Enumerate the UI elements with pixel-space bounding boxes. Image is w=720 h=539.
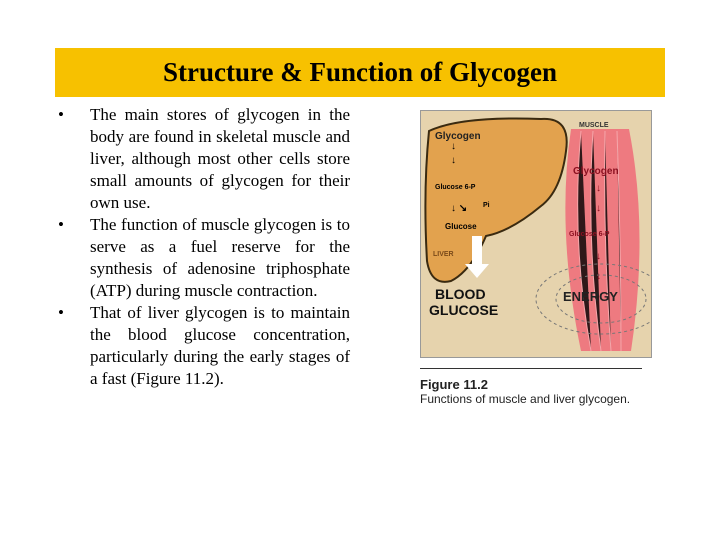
bullet-icon: • bbox=[58, 303, 64, 322]
svg-text:Glucose 6-P: Glucose 6-P bbox=[569, 231, 610, 238]
svg-text:↓: ↓ bbox=[451, 141, 456, 152]
svg-text:ENERGY: ENERGY bbox=[563, 289, 618, 304]
figure-caption: Figure 11.2 Functions of muscle and live… bbox=[420, 368, 642, 406]
svg-text:Glycogen: Glycogen bbox=[573, 166, 619, 177]
bullet-item: •That of liver glycogen is to maintain t… bbox=[58, 303, 350, 388]
bullet-icon: • bbox=[58, 215, 64, 234]
title-banner: Structure & Function of Glycogen bbox=[55, 48, 665, 97]
svg-text:↓: ↓ bbox=[451, 155, 456, 166]
figure-illustration: Glycogen ↓ ↓ Glucose 6-P ↓ ↘ Pi Glucose L… bbox=[420, 110, 667, 358]
bullet-item: •The main stores of glycogen in the body… bbox=[58, 105, 350, 212]
bullet-list: •The main stores of glycogen in the body… bbox=[58, 104, 350, 390]
liver-shape bbox=[424, 117, 568, 283]
bullet-icon: • bbox=[58, 105, 64, 124]
liver-glucose-label: Glucose bbox=[445, 222, 477, 231]
svg-text:BLOOD: BLOOD bbox=[435, 286, 486, 302]
bullet-item: •The function of muscle glycogen is to s… bbox=[58, 215, 350, 300]
svg-text:↓ ↘: ↓ ↘ bbox=[451, 203, 467, 214]
svg-text:GLUCOSE: GLUCOSE bbox=[429, 302, 498, 318]
svg-text:↓: ↓ bbox=[596, 271, 601, 282]
svg-text:↓: ↓ bbox=[596, 251, 601, 262]
svg-text:Pi: Pi bbox=[483, 202, 490, 209]
down-arrow-icon bbox=[465, 236, 489, 278]
svg-text:LIVER: LIVER bbox=[433, 251, 454, 258]
liver-g6p-label: Glucose 6-P bbox=[435, 184, 476, 191]
svg-text:MUSCLE: MUSCLE bbox=[579, 122, 609, 129]
slide-title: Structure & Function of Glycogen bbox=[163, 57, 557, 87]
svg-text:↓: ↓ bbox=[596, 183, 601, 194]
liver-glycogen-label: Glycogen bbox=[435, 131, 481, 142]
muscle-shape bbox=[565, 129, 640, 351]
svg-text:↓: ↓ bbox=[596, 203, 601, 214]
